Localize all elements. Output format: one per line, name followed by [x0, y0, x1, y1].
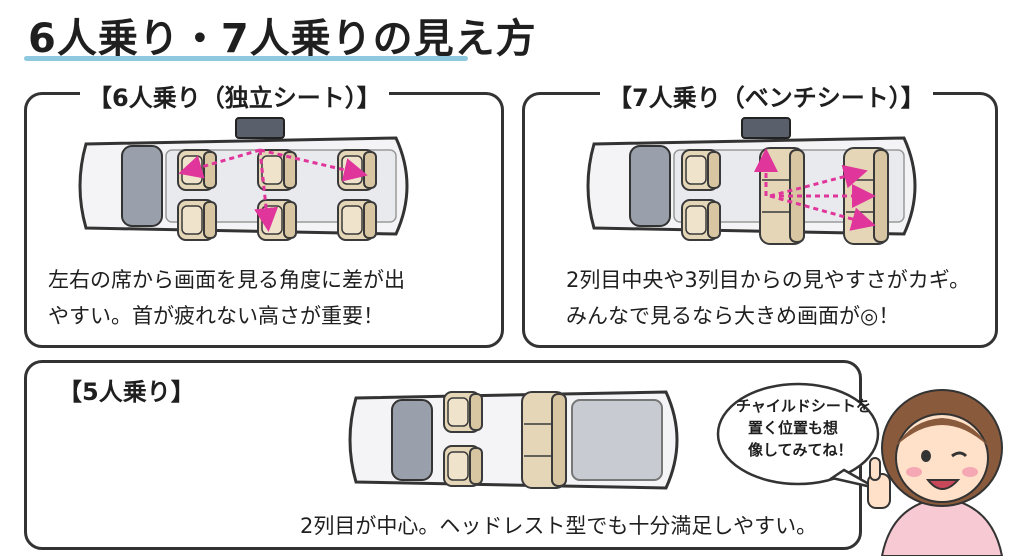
woman-character-icon — [867, 389, 1004, 556]
bubble-line-1: チャイルドシートを — [736, 397, 871, 415]
panel-7-seat-label: 【7人乗り（ベンチシート）】 — [600, 78, 933, 113]
bubble-line-3: 像してみてね！ — [748, 441, 853, 459]
panel-5-seat-caption: 2列目が中心。ヘッドレスト型でも十分満足しやすい。 — [300, 514, 818, 538]
panel-6-seat-caption-2: やすい。首が疲れない高さが重要！ — [48, 304, 384, 328]
title-underline — [24, 56, 468, 61]
panel-5-seat-label: 【5人乗り】 — [50, 372, 203, 407]
bubble-line-2: 置く位置も想 — [748, 419, 839, 437]
car-6-seat-illustration — [78, 117, 409, 241]
speech-bubble — [716, 382, 880, 490]
monitor-icon — [741, 117, 791, 139]
character-illustration — [867, 389, 1004, 556]
view-arrows — [178, 148, 368, 232]
car-body — [348, 390, 679, 490]
car-5-seat-illustration — [348, 390, 679, 490]
panel-7-seat-caption-2: みんなで見るなら大きめ画面が◎！ — [566, 304, 900, 328]
monitor-icon — [235, 117, 285, 139]
car-7-seat-illustration — [586, 117, 917, 245]
panel-6-seat-label: 【6人乗り（独立シート）】 — [80, 78, 389, 113]
view-arrows — [754, 148, 876, 231]
page-title: 6人乗り・7人乗りの見え方 — [28, 16, 537, 62]
panel-7-seat-caption-1: 2列目中央や3列目からの見やすさがカギ。 — [566, 268, 971, 292]
panel-6-seat-caption-1: 左右の席から画面を見る角度に差が出 — [48, 268, 405, 292]
